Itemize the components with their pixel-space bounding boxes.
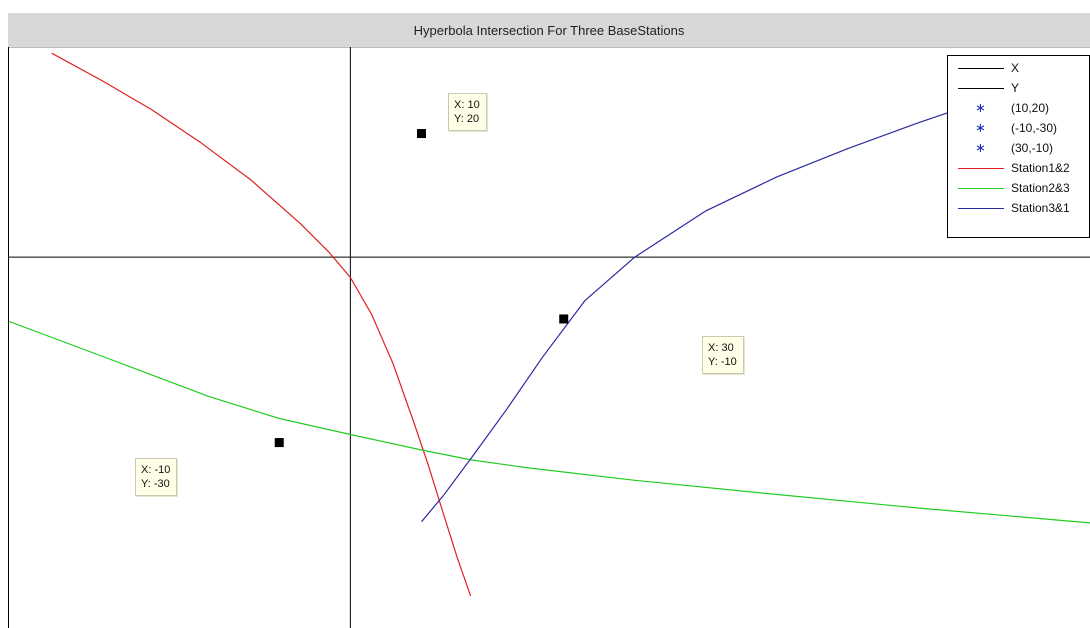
legend-entry: Station2&3 xyxy=(948,179,1070,197)
chart-title-bar: Hyperbola Intersection For Three BaseSta… xyxy=(8,13,1090,48)
datatip-y: Y: -10 xyxy=(708,356,737,368)
legend-entry: X xyxy=(948,59,1019,77)
datatip-x: X: -10 xyxy=(141,464,171,476)
datatip-x: X: 10 xyxy=(454,99,480,111)
legend-entry: ∗ (30,-10) xyxy=(948,139,1053,157)
datatip-y: Y: -30 xyxy=(141,478,170,490)
legend-line-icon xyxy=(948,179,1008,197)
station-marker-2[interactable] xyxy=(274,438,284,448)
plot-area-frame xyxy=(8,47,1090,628)
legend-label: Station3&1 xyxy=(1011,201,1070,215)
legend-entry: Station3&1 xyxy=(948,199,1070,217)
legend-line-icon xyxy=(948,59,1008,77)
legend-entry: ∗ (10,20) xyxy=(948,99,1049,117)
legend-label: Y xyxy=(1011,81,1020,95)
series-line-1 xyxy=(51,52,472,597)
chart-title: Hyperbola Intersection For Three BaseSta… xyxy=(413,22,685,38)
datatip-x: X: 30 xyxy=(708,342,734,354)
legend-label: (10,20) xyxy=(1011,101,1050,115)
legend-line-icon xyxy=(948,199,1008,217)
legend-marker-icon: ∗ xyxy=(975,140,986,155)
datatip-station3: X: 30 Y: -10 xyxy=(702,336,744,374)
station-marker-1[interactable] xyxy=(416,129,426,139)
station-marker-3[interactable] xyxy=(559,314,569,324)
legend-entry: Station1&2 xyxy=(948,159,1070,177)
datatip-station2: X: -10 Y: -30 xyxy=(135,458,178,496)
legend-marker-icon: ∗ xyxy=(975,120,986,135)
legend-label: Station1&2 xyxy=(1011,161,1070,175)
legend-label: (-10,-30) xyxy=(1011,121,1058,135)
legend-line-icon xyxy=(948,79,1008,97)
legend-label: Station2&3 xyxy=(1011,181,1070,195)
legend-entry: ∗ (-10,-30) xyxy=(948,119,1057,137)
series-line-2 xyxy=(9,320,1090,524)
legend-marker-icon: ∗ xyxy=(975,100,986,115)
datatip-y: Y: 20 xyxy=(454,113,480,125)
legend-entry: Y xyxy=(948,79,1019,97)
series-line-3 xyxy=(421,64,1090,523)
datatip-station1: X: 10 Y: 20 xyxy=(448,93,487,131)
legend-line-icon xyxy=(948,159,1008,177)
legend-label: X xyxy=(1011,61,1020,75)
legend-label: (30,-10) xyxy=(1011,141,1054,155)
